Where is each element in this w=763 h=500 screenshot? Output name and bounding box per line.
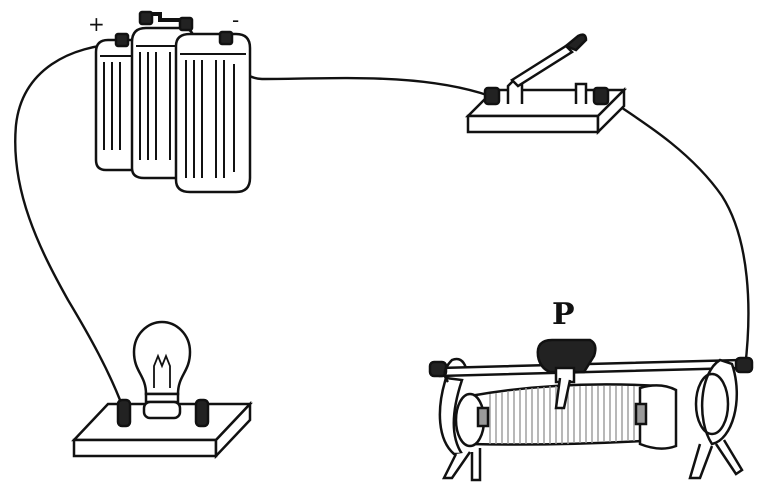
wire-battery-to-switch	[224, 40, 492, 98]
lamp-bulb	[132, 320, 192, 396]
wire-battery-to-lamp	[14, 42, 124, 402]
switch-handle	[563, 33, 588, 52]
battery-positive-label: +	[88, 12, 105, 36]
switch-blade	[510, 44, 574, 88]
light-bulb-icon	[71, 320, 253, 460]
slider-label: P	[552, 297, 575, 332]
battery-cell-3	[174, 32, 252, 194]
battery-icon	[94, 10, 252, 194]
wire-switch-to-rheostat	[602, 94, 750, 370]
rheostat-slider	[536, 338, 597, 374]
battery-negative-label: -	[232, 8, 240, 32]
rheostat-right-frame	[700, 358, 739, 446]
sliding-rheostat-icon	[428, 338, 754, 482]
knife-switch-icon	[464, 33, 628, 136]
